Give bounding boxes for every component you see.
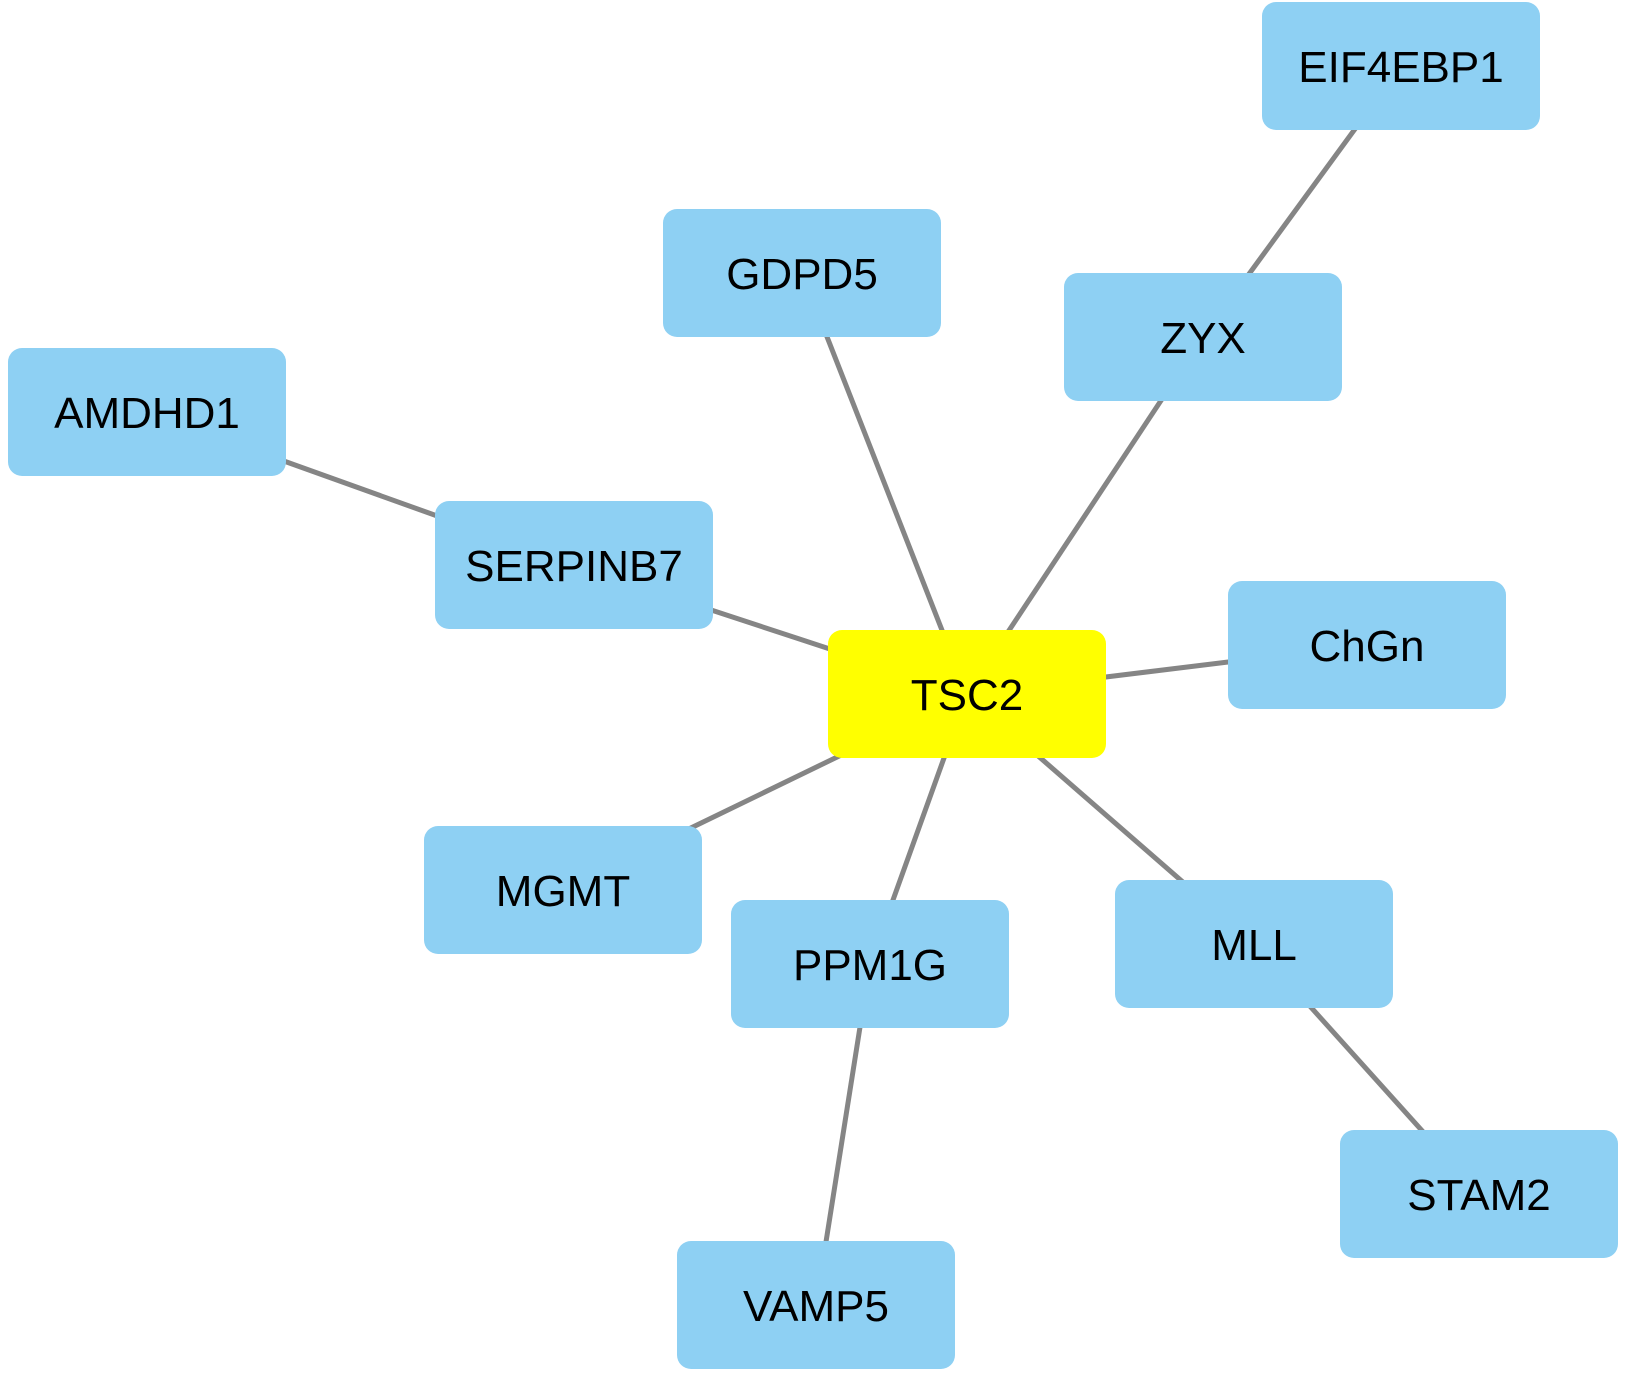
node-label-stam2: STAM2 <box>1407 1171 1550 1220</box>
node-amdhd1: AMDHD1 <box>8 348 286 476</box>
node-label-zyx: ZYX <box>1160 314 1246 363</box>
node-vamp5: VAMP5 <box>677 1241 955 1369</box>
node-box-mll <box>1115 880 1393 1008</box>
node-box-amdhd1 <box>8 348 286 476</box>
node-mgmt: MGMT <box>424 826 702 954</box>
node-label-mgmt: MGMT <box>496 867 630 916</box>
node-label-mll: MLL <box>1211 921 1297 970</box>
node-box-mgmt <box>424 826 702 954</box>
node-tsc2: TSC2 <box>828 630 1106 758</box>
node-label-gdpd5: GDPD5 <box>726 250 878 299</box>
node-box-eif4ebp1 <box>1262 2 1540 130</box>
node-label-tsc2: TSC2 <box>911 671 1023 720</box>
node-mll: MLL <box>1115 880 1393 1008</box>
node-gdpd5: GDPD5 <box>663 209 941 337</box>
node-box-tsc2 <box>828 630 1106 758</box>
node-label-amdhd1: AMDHD1 <box>54 389 240 438</box>
node-box-zyx <box>1064 273 1342 401</box>
node-serpinb7: SERPINB7 <box>435 501 713 629</box>
edge-tsc2-gdpd5 <box>799 272 970 695</box>
node-chgn: ChGn <box>1228 581 1506 709</box>
node-box-chgn <box>1228 581 1506 709</box>
node-label-eif4ebp1: EIF4EBP1 <box>1298 43 1503 92</box>
node-label-serpinb7: SERPINB7 <box>465 542 683 591</box>
node-eif4ebp1: EIF4EBP1 <box>1262 2 1540 130</box>
node-box-vamp5 <box>677 1241 955 1369</box>
node-zyx: ZYX <box>1064 273 1342 401</box>
node-label-chgn: ChGn <box>1310 622 1425 671</box>
node-box-gdpd5 <box>663 209 941 337</box>
node-label-ppm1g: PPM1G <box>793 941 947 990</box>
node-label-vamp5: VAMP5 <box>743 1282 889 1331</box>
node-ppm1g: PPM1G <box>731 900 1009 1028</box>
node-stam2: STAM2 <box>1340 1130 1618 1258</box>
node-box-ppm1g <box>731 900 1009 1028</box>
node-box-stam2 <box>1340 1130 1618 1258</box>
node-box-serpinb7 <box>435 501 713 629</box>
